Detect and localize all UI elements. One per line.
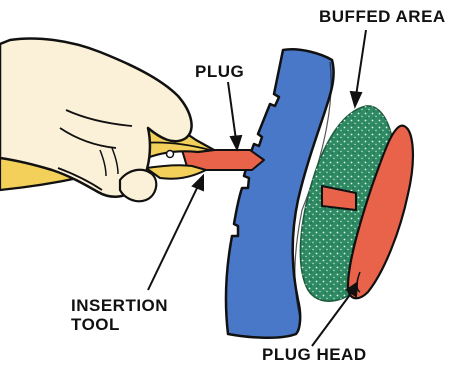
plug-leader [228, 82, 236, 140]
buffed-area-leader [356, 30, 366, 96]
insertion-tool-label: INSERTION TOOL [71, 296, 168, 334]
plug-head-label: PLUG HEAD [262, 345, 367, 364]
plug-label: PLUG [195, 62, 244, 81]
insertion-tool-leader [148, 186, 198, 290]
buffed-area-label: BUFFED AREA [319, 7, 446, 26]
